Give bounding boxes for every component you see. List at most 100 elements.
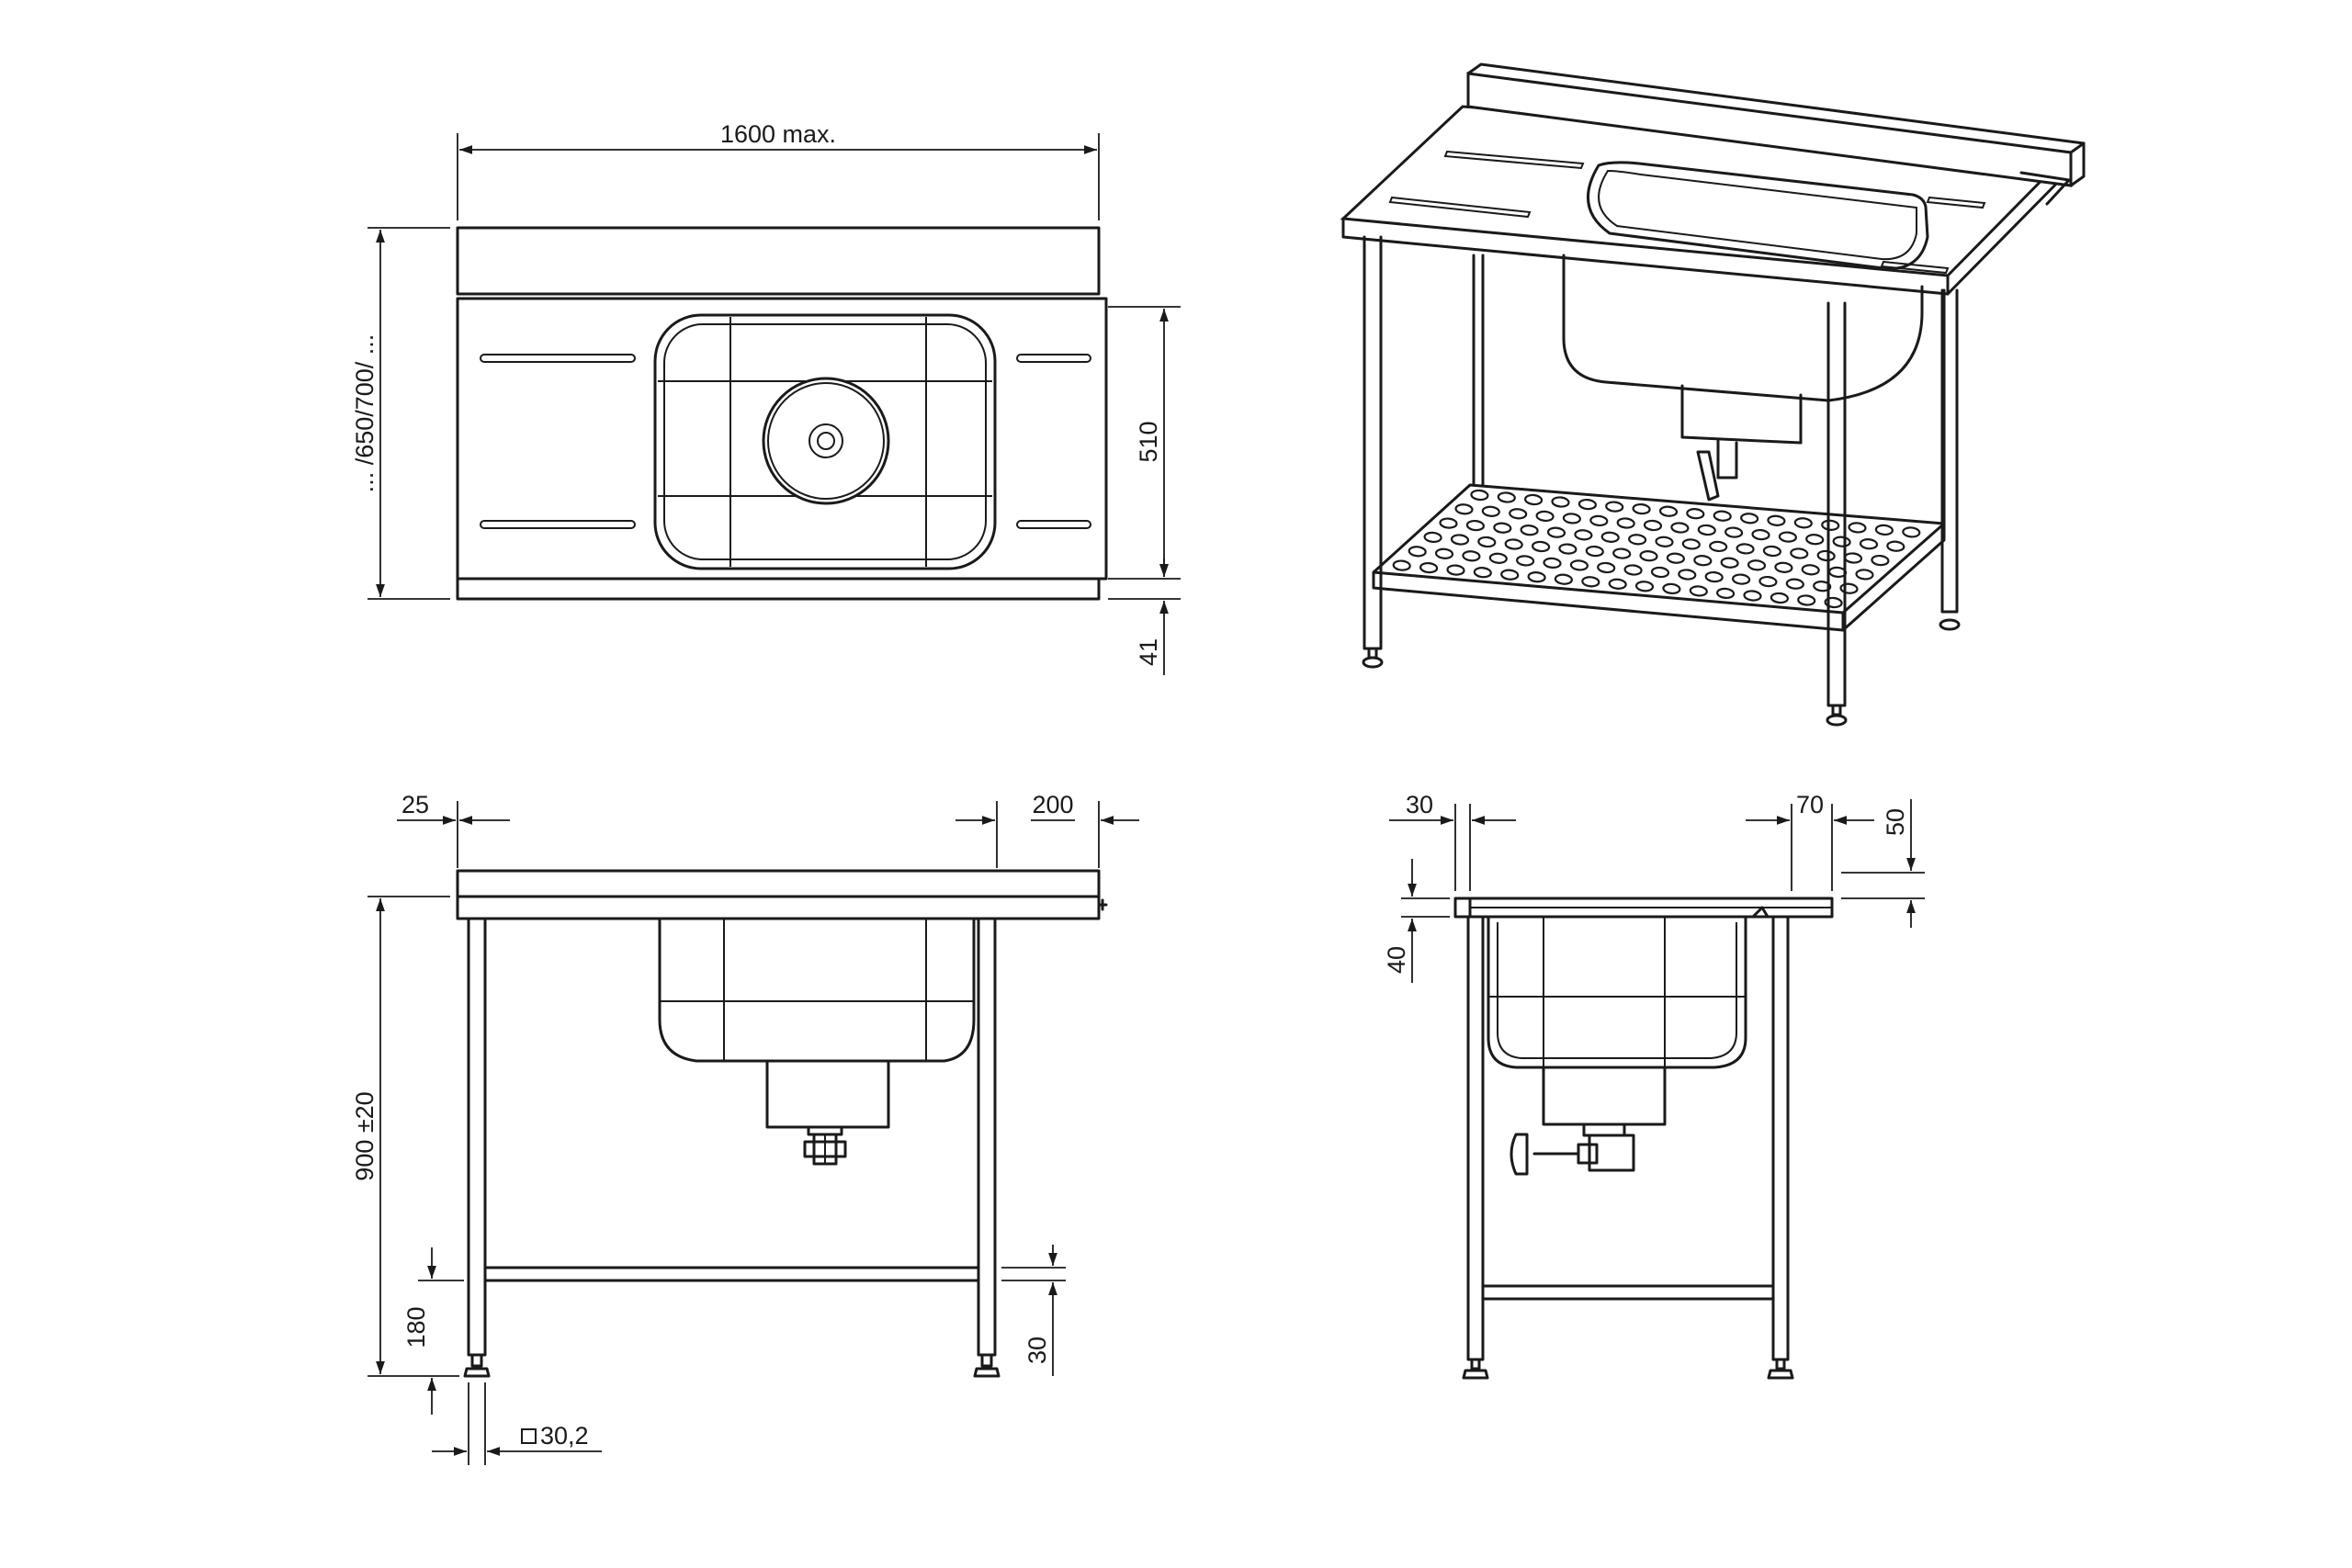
- shelf-hole: [1743, 590, 1762, 602]
- shelf-hole: [1678, 569, 1697, 581]
- shelf-hole: [1716, 587, 1736, 600]
- shelf-hole: [1628, 534, 1647, 546]
- shelf-hole: [1805, 534, 1825, 546]
- front-left-25-label: 25: [401, 791, 429, 818]
- shelf-hole: [1774, 561, 1793, 573]
- shelf-hole: [1509, 508, 1528, 520]
- side-view-dimensions: 30 70 50 40: [1383, 791, 1925, 983]
- side-top-50-label: 50: [1882, 808, 1909, 836]
- shelf-hole: [1527, 571, 1546, 583]
- shelf-hole: [1662, 582, 1681, 595]
- offset-41-label: 41: [1135, 638, 1162, 666]
- shelf-hole: [1843, 552, 1863, 564]
- shelf-hole: [1655, 536, 1674, 547]
- shelf-hole: [1639, 550, 1658, 562]
- shelf-hole: [1704, 570, 1724, 583]
- shelf-hole: [1605, 501, 1624, 513]
- shelf-hole: [1392, 559, 1411, 571]
- shelf-hole: [1504, 538, 1523, 550]
- shelf-hole: [1520, 525, 1539, 536]
- shelf-hole: [1859, 538, 1879, 550]
- shelf-hole: [1689, 585, 1708, 597]
- shelf-hole: [1462, 550, 1481, 562]
- front-view-dimensions: 25 200 900 ±20 180 30 30,2: [351, 791, 1139, 1465]
- shelf-hole: [1493, 522, 1512, 534]
- side-edge-40-label: 40: [1383, 946, 1410, 974]
- shelf-hole: [1762, 545, 1781, 558]
- shelf-hole: [1616, 517, 1635, 529]
- shelf-hole: [1434, 547, 1454, 559]
- shelf-hole: [1650, 566, 1670, 579]
- shelf-hole: [1736, 543, 1755, 555]
- shelf-hole: [1473, 567, 1492, 579]
- shelf-hole: [1439, 517, 1458, 529]
- shelf-thickness-30-label: 30: [1023, 1337, 1051, 1364]
- shelf-hole: [1658, 505, 1679, 517]
- shelf-hole: [1902, 526, 1921, 538]
- shelf-hole: [1778, 531, 1797, 543]
- shelf-hole: [1554, 573, 1573, 585]
- shelf-hole: [1713, 510, 1732, 522]
- shelf-hole: [1450, 534, 1470, 546]
- leg-section-label: 30,2: [540, 1422, 589, 1450]
- square-section-icon: [521, 1428, 537, 1444]
- shelf-hole: [1597, 561, 1616, 574]
- shelf-hole: [1848, 522, 1867, 534]
- shelf-hole: [1535, 510, 1555, 523]
- shelf-hole: [1816, 549, 1836, 562]
- shelf-hole: [1581, 576, 1600, 588]
- shelf-hole: [1408, 546, 1427, 558]
- shelf-hole: [1546, 526, 1566, 538]
- shelf-hole: [1419, 561, 1439, 574]
- shelf-hole: [1532, 540, 1551, 553]
- shelf-hole: [1839, 582, 1859, 594]
- front-view: [456, 869, 1108, 1378]
- shelf-hole: [1589, 514, 1609, 527]
- shelf-hole: [1524, 493, 1544, 506]
- side-left-30-label: 30: [1406, 791, 1433, 818]
- shelf-hole: [1497, 491, 1516, 503]
- shelf-hole: [1423, 531, 1442, 544]
- side-view: [1453, 897, 1834, 1380]
- shelf-hole: [1855, 569, 1874, 581]
- shelf-hole: [1558, 543, 1577, 555]
- shelf-hole: [1886, 540, 1905, 552]
- shelf-hole: [1585, 545, 1604, 558]
- top-depth-label: ... /650/700/ ...: [351, 334, 379, 493]
- shelf-hole: [1871, 554, 1890, 567]
- shelf-hole: [1785, 578, 1804, 590]
- shelf-hole: [1697, 524, 1716, 536]
- side-right-70-label: 70: [1796, 791, 1824, 818]
- shelf-hole: [1724, 526, 1744, 538]
- shelf-hole: [1477, 536, 1497, 548]
- shelf-hole: [1600, 531, 1620, 543]
- shelf-hole: [1797, 594, 1816, 606]
- top-view: [456, 226, 1108, 601]
- shelf-height-180-label: 180: [402, 1306, 430, 1348]
- shelf-hole: [1612, 547, 1632, 559]
- top-view-dimensions: 1600 max. ... /650/700/ ... 510 41: [351, 120, 1181, 675]
- shelf-hole: [1813, 581, 1832, 592]
- shelf-hole: [1543, 557, 1562, 570]
- front-height-label: 900 ±20: [351, 1091, 379, 1180]
- shelf-hole: [1562, 513, 1581, 525]
- shelf-hole: [1758, 575, 1778, 588]
- shelf-hole: [1801, 564, 1820, 576]
- shelf-hole: [1446, 564, 1465, 576]
- shelf-hole: [1747, 559, 1767, 571]
- front-right-200-label: 200: [1032, 791, 1073, 818]
- shelf-hole: [1623, 564, 1643, 576]
- shelf-hole: [1551, 496, 1570, 508]
- shelf-hole: [1709, 540, 1728, 553]
- shelf-hole: [1632, 502, 1651, 515]
- shelf-hole: [1608, 578, 1627, 590]
- shelf-hole: [1793, 517, 1813, 529]
- top-width-label: 1600 max.: [720, 120, 836, 148]
- shelf-hole: [1454, 503, 1474, 515]
- shelf-hole: [1500, 569, 1520, 581]
- shelf-hole: [1770, 592, 1789, 604]
- shelf-hole: [1720, 557, 1739, 569]
- shelf-hole: [1686, 508, 1705, 520]
- bowl-depth-label: 510: [1135, 421, 1162, 462]
